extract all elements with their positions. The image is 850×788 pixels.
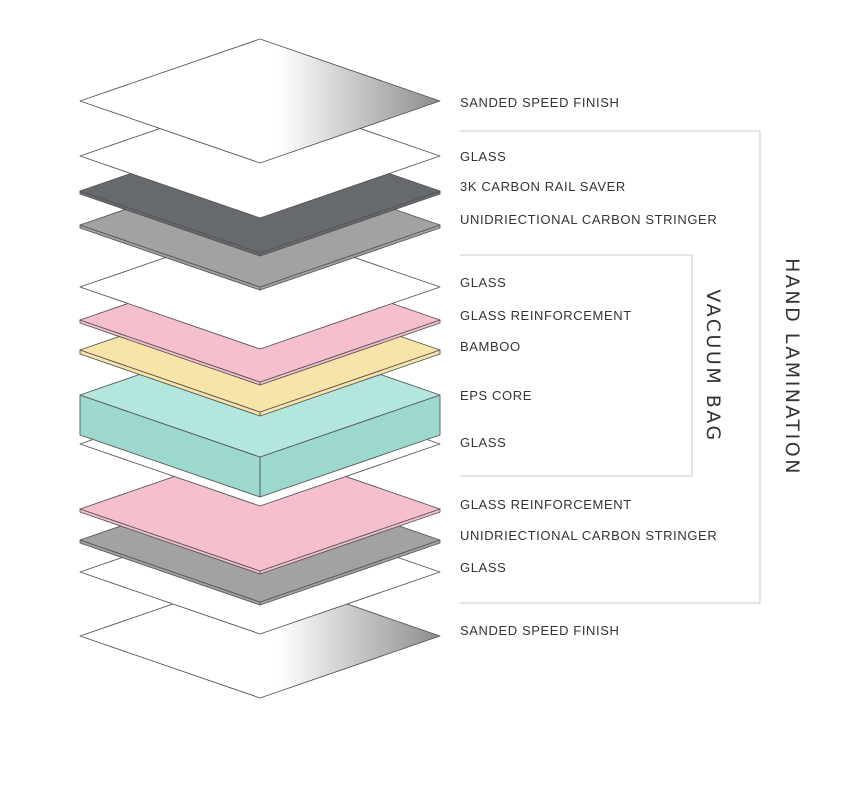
- layer-glass-reinforcement-bottom-sheet: [79, 446, 441, 572]
- label-unidirectional-carbon-stringer-top: UNIDRIECTIONAL CARBON STRINGER: [460, 212, 717, 227]
- label-bamboo: BAMBOO: [460, 339, 521, 354]
- vacuum-bag-bracket: [460, 254, 693, 477]
- layer-sanded-speed-finish-bottom-sheet: [79, 573, 441, 699]
- label-glass-1: GLASS: [460, 149, 506, 164]
- label-sanded-speed-finish-top: SANDED SPEED FINISH: [460, 95, 619, 110]
- hand-lamination-bracket: [460, 130, 761, 604]
- label-3k-carbon-rail-saver: 3K CARBON RAIL SAVER: [460, 179, 626, 194]
- label-unidirectional-carbon-stringer-bottom: UNIDRIECTIONAL CARBON STRINGER: [460, 528, 717, 543]
- label-glass-reinforcement-top: GLASS REINFORCEMENT: [460, 308, 632, 323]
- label-glass-4: GLASS: [460, 560, 506, 575]
- hand-lamination-label: HAND LAMINATION: [781, 258, 803, 476]
- label-glass-3: GLASS: [460, 435, 506, 450]
- label-glass-2: GLASS: [460, 275, 506, 290]
- vacuum-bag-label: VACUUM BAG: [702, 289, 724, 442]
- layer-sanded-speed-finish-top-sheet: [79, 38, 441, 164]
- label-glass-reinforcement-bottom: GLASS REINFORCEMENT: [460, 497, 632, 512]
- layer-stack: [79, 38, 441, 699]
- label-eps-core: EPS CORE: [460, 388, 532, 403]
- label-sanded-speed-finish-bottom: SANDED SPEED FINISH: [460, 623, 619, 638]
